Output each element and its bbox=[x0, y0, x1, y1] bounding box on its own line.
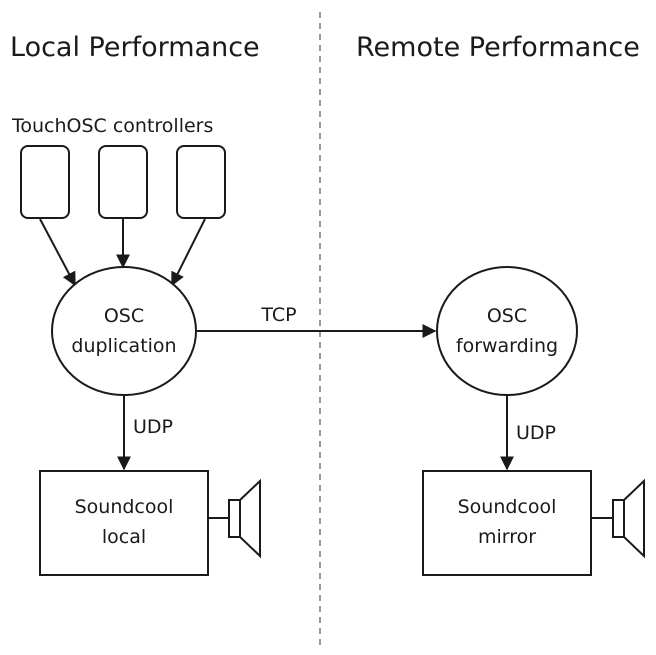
soundcool-local-label-line2: local bbox=[102, 526, 146, 548]
touchosc-controller-2 bbox=[98, 145, 148, 219]
tcp-label: TCP bbox=[260, 304, 296, 326]
osc-duplication-label-line1: OSC bbox=[104, 305, 144, 327]
udp-local-label: UDP bbox=[133, 416, 173, 438]
soundcool-mirror-label-line2: mirror bbox=[478, 526, 536, 548]
osc-duplication-label-line2: duplication bbox=[71, 335, 176, 357]
udp-remote-label: UDP bbox=[516, 422, 556, 444]
speaker-local-icon bbox=[208, 478, 261, 559]
osc-duplication-node bbox=[51, 266, 197, 396]
touchosc-controller-1 bbox=[20, 145, 70, 219]
soundcool-local-label-line1: Soundcool bbox=[75, 496, 174, 518]
soundcool-mirror-label-line1: Soundcool bbox=[458, 496, 557, 518]
soundcool-local-box bbox=[39, 470, 209, 576]
arrow-controller-1-to-duplication bbox=[39, 218, 76, 287]
osc-forwarding-node bbox=[436, 266, 578, 396]
arrow-controller-3-to-duplication bbox=[171, 218, 206, 287]
osc-forwarding-label-line2: forwarding bbox=[456, 335, 558, 357]
touchosc-controller-3 bbox=[176, 145, 226, 219]
osc-forwarding-label-line1: OSC bbox=[487, 305, 527, 327]
remote-performance-title: Remote Performance bbox=[356, 32, 640, 63]
speaker-mirror-icon bbox=[591, 478, 645, 559]
soundcool-mirror-box bbox=[422, 470, 592, 576]
touchosc-controllers-label: TouchOSC controllers bbox=[11, 115, 213, 137]
local-performance-title: Local Performance bbox=[10, 32, 260, 63]
